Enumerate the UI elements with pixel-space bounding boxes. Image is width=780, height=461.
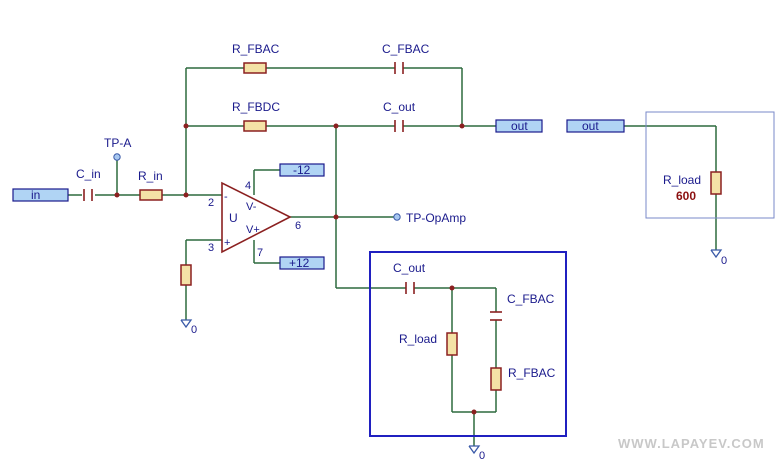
label-opamp: U [229,211,238,225]
junction-dot [114,192,120,198]
load-circuit-frame [369,251,567,437]
capacitor-c-in[interactable] [83,189,93,201]
ground-left-icon [180,319,193,329]
testpoint-tp-a-icon[interactable] [113,153,121,161]
pin-3: 3 [208,242,214,254]
resistor-r-load-right[interactable] [710,171,722,195]
pin-7: 7 [257,247,263,259]
label-c-in: C_in [76,167,101,181]
resistor-r-in[interactable] [139,189,163,201]
port-out-main[interactable]: out [495,119,543,133]
port-in[interactable]: in [12,188,69,202]
pin-4: 4 [245,180,251,192]
ground-right-label: 0 [721,255,727,267]
label-r-fbac-box: R_FBAC [508,366,556,380]
pin-vplus: V+ [246,224,260,236]
value-r-load-right: 600 [676,189,696,203]
resistor-r-ground[interactable] [180,264,192,286]
junction-dot [333,123,339,129]
label-c-out-box: C_out [393,261,426,275]
svg-text:out: out [511,119,528,133]
junctions [114,123,477,415]
svg-text:-12: -12 [293,163,311,177]
resistor-r-fbac-box[interactable] [490,367,502,391]
resistor-r-load-box[interactable] [446,332,458,356]
port-out-right[interactable]: out [566,119,625,133]
junction-dot [183,192,189,198]
pin-vminus: V- [246,201,257,213]
pin-minus-sign: - [224,191,228,203]
ground-box-label: 0 [479,450,485,461]
svg-text:in: in [31,188,40,202]
label-r-load-right: R_load [663,173,701,187]
port-neg-supply[interactable]: -12 [279,163,325,177]
ground-box-icon [468,445,481,455]
resistor-r-fbac-top[interactable] [243,62,267,74]
pin-2: 2 [208,197,214,209]
svg-text:+12: +12 [289,256,310,270]
label-r-load-box: R_load [399,332,437,346]
capacitor-c-fbac-box[interactable] [490,311,502,321]
junction-dot [449,285,455,291]
svg-text:out: out [582,119,599,133]
label-r-fbac-top: R_FBAC [232,42,280,56]
right-load-frame [645,111,775,219]
junction-dot [459,123,465,129]
wires [68,67,717,446]
pin-plus-sign: + [224,237,230,249]
label-tp-opamp: TP-OpAmp [406,211,466,225]
ground-right-icon [710,249,723,259]
junction-dot [333,214,339,220]
testpoint-tp-opamp-icon[interactable] [393,213,401,221]
opamp-u[interactable] [221,181,292,254]
ground-left-label: 0 [191,324,197,336]
label-c-fbac-box: C_FBAC [507,292,555,306]
label-c-out-top: C_out [383,100,416,114]
capacitor-c-out-top[interactable] [394,120,404,132]
resistor-r-fbdc[interactable] [243,120,267,132]
label-r-fbdc: R_FBDC [232,100,280,114]
label-r-in: R_in [138,169,163,183]
label-c-fbac-top: C_FBAC [382,42,430,56]
port-pos-supply[interactable]: +12 [279,256,325,270]
junction-dot [471,409,477,415]
junction-dot [183,123,189,129]
capacitor-c-out-box[interactable] [405,282,415,294]
pin-6: 6 [295,220,301,232]
label-tp-a: TP-A [104,136,131,150]
watermark: WWW.LAPAYEV.COM [618,436,765,451]
capacitor-c-fbac-top[interactable] [394,62,404,74]
